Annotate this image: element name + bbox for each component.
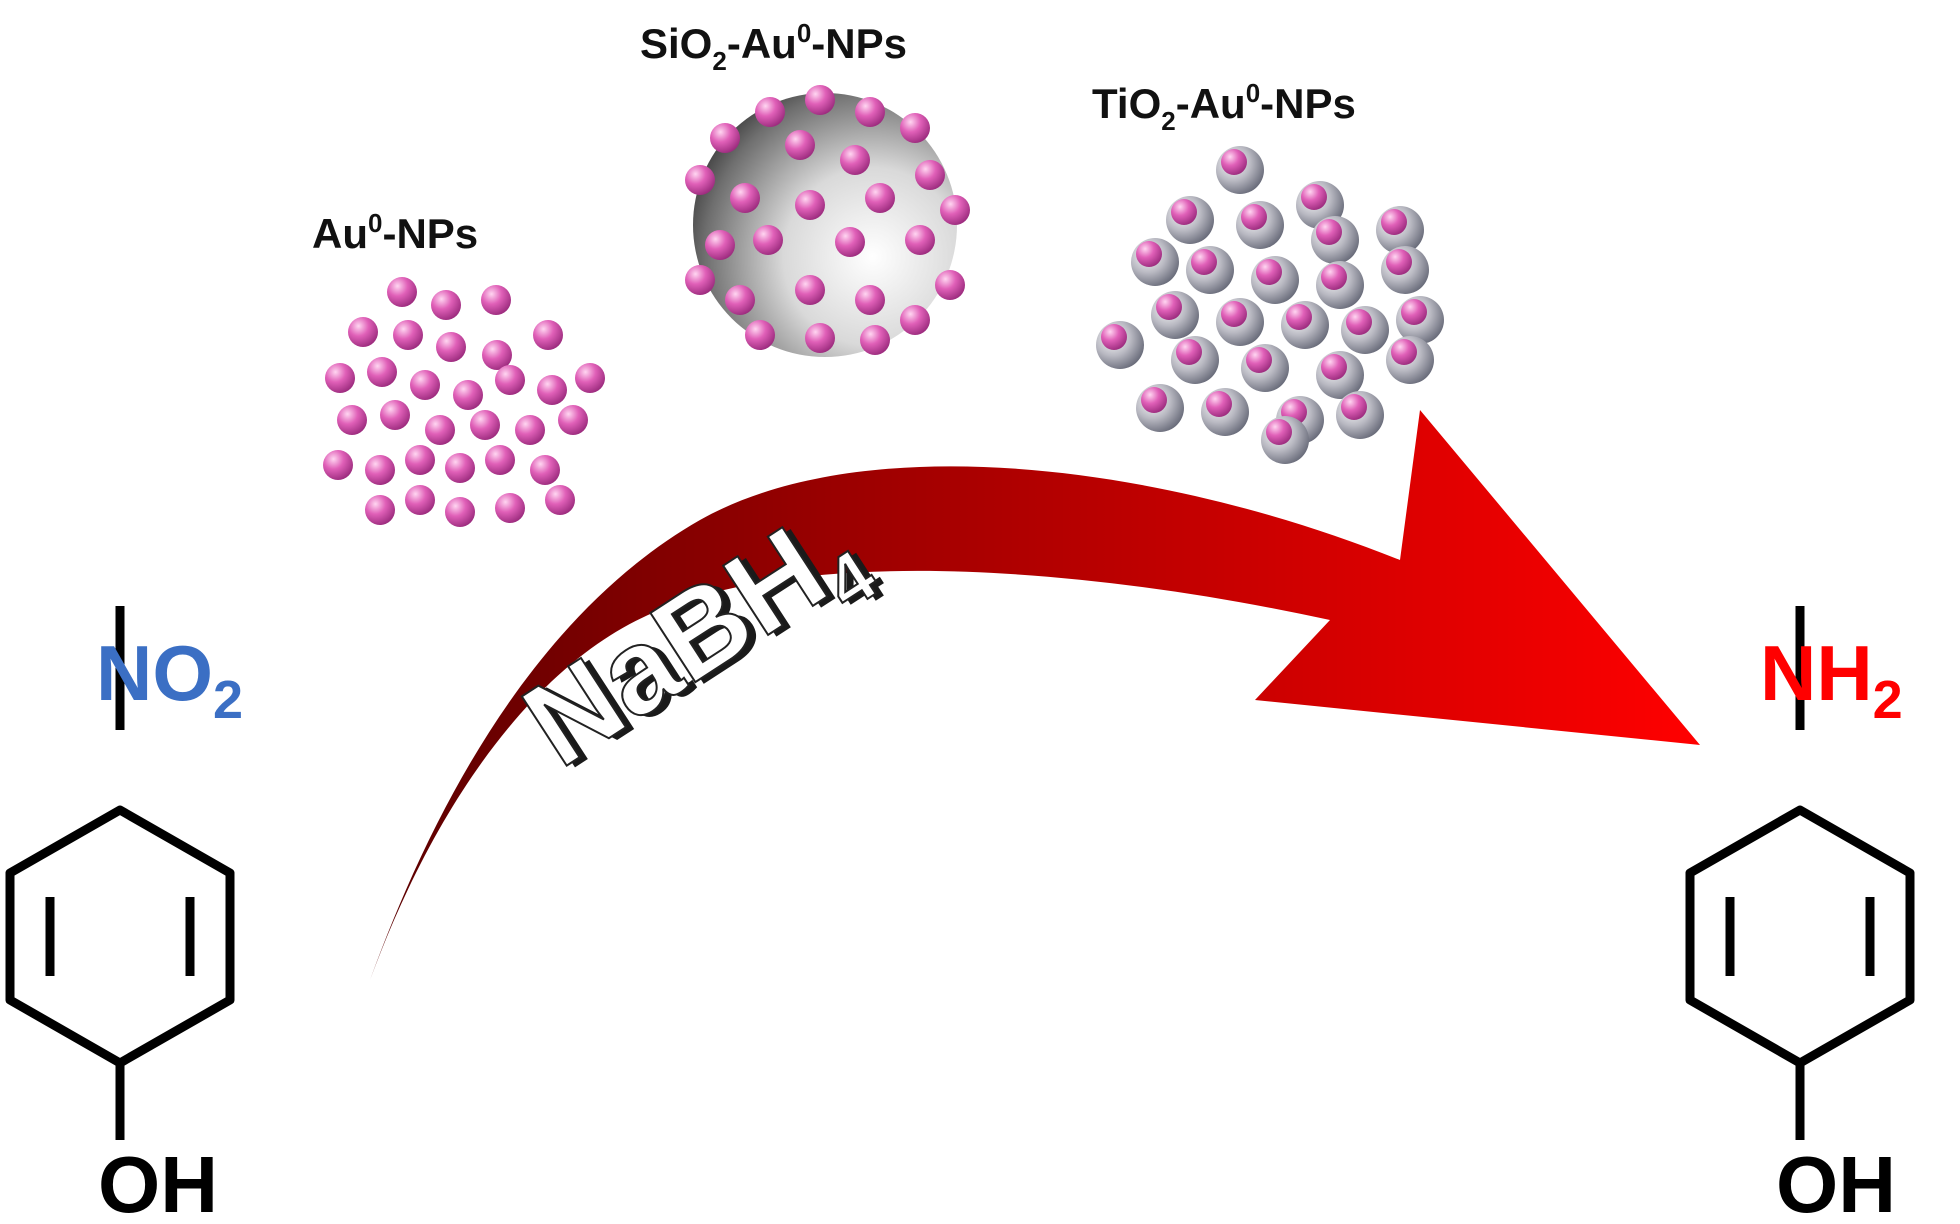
- gold-nanoparticle: [685, 165, 715, 195]
- gold-nanoparticle: [453, 380, 483, 410]
- gold-nanoparticle: [785, 130, 815, 160]
- gold-nanoparticle: [865, 183, 895, 213]
- gold-nanoparticle: [485, 445, 515, 475]
- gold-nanoparticle: [705, 230, 735, 260]
- gold-nanoparticle: [545, 485, 575, 515]
- gold-nanoparticle: [1136, 241, 1162, 267]
- gold-nanoparticle: [730, 183, 760, 213]
- gold-nanoparticle: [1221, 301, 1247, 327]
- gold-nanoparticle: [533, 320, 563, 350]
- gold-nanoparticle: [365, 495, 395, 525]
- reactant-bottom-group: OH: [98, 1140, 218, 1224]
- gold-nanoparticle: [405, 485, 435, 515]
- tio2-au-np-label: TiO2-Au0-NPs: [1092, 78, 1356, 136]
- gold-nanoparticle: [753, 225, 783, 255]
- gold-nanoparticle: [1316, 219, 1342, 245]
- gold-nanoparticle: [915, 160, 945, 190]
- gold-nanoparticle: [481, 285, 511, 315]
- gold-nanoparticle: [685, 265, 715, 295]
- gold-nanoparticle: [431, 290, 461, 320]
- gold-nanoparticle: [855, 97, 885, 127]
- gold-nanoparticle: [1321, 264, 1347, 290]
- gold-nanoparticle: [1206, 391, 1232, 417]
- gold-nanoparticle: [840, 145, 870, 175]
- gold-nanoparticle: [537, 375, 567, 405]
- product-bottom-group: OH: [1776, 1140, 1896, 1224]
- gold-nanoparticle: [575, 363, 605, 393]
- gold-nanoparticle: [1176, 339, 1202, 365]
- gold-nanoparticle: [900, 113, 930, 143]
- gold-nanoparticle: [1321, 354, 1347, 380]
- gold-nanoparticle: [900, 305, 930, 335]
- gold-nanoparticle: [1241, 204, 1267, 230]
- gold-nanoparticle: [558, 405, 588, 435]
- gold-nanoparticle: [325, 363, 355, 393]
- gold-nanoparticle: [393, 320, 423, 350]
- gold-nanoparticle: [365, 455, 395, 485]
- gold-nanoparticle: [1171, 199, 1197, 225]
- gold-nanoparticle: [1341, 394, 1367, 420]
- gold-nanoparticle: [1141, 387, 1167, 413]
- gold-nanoparticle: [1266, 419, 1292, 445]
- gold-nanoparticle: [795, 190, 825, 220]
- gold-nanoparticle: [805, 85, 835, 115]
- gold-nanoparticle: [1391, 339, 1417, 365]
- gold-nanoparticle: [1286, 304, 1312, 330]
- gold-nanoparticle: [367, 357, 397, 387]
- gold-nanoparticle-icon: [323, 277, 605, 527]
- gold-nanoparticle: [795, 275, 825, 305]
- gold-nanoparticle: [1256, 259, 1282, 285]
- gold-nanoparticle: [940, 195, 970, 225]
- gold-nanoparticle: [1101, 324, 1127, 350]
- benzene-ring-icon: [1685, 606, 1915, 1140]
- gold-nanoparticle: [905, 225, 935, 255]
- benzene-ring-icon: [5, 606, 235, 1140]
- product-molecule: NH2 OH: [1685, 606, 1915, 1224]
- gold-nanoparticle: [495, 365, 525, 395]
- gold-nanoparticle: [405, 445, 435, 475]
- gold-nanoparticle: [515, 415, 545, 445]
- gold-nanoparticle: [805, 323, 835, 353]
- silica-sphere-icon: [685, 85, 970, 357]
- gold-nanoparticle: [1301, 184, 1327, 210]
- reaction-arrow-icon: [370, 410, 1700, 980]
- gold-nanoparticle: [860, 325, 890, 355]
- gold-nanoparticle: [470, 410, 500, 440]
- gold-nanoparticle: [495, 493, 525, 523]
- gold-nanoparticle: [410, 370, 440, 400]
- titania-particle-icon: [1096, 146, 1444, 464]
- gold-nanoparticle: [725, 285, 755, 315]
- gold-nanoparticle: [745, 320, 775, 350]
- gold-nanoparticle: [445, 497, 475, 527]
- reactant-top-group: NO2: [96, 629, 243, 730]
- product-top-group: NH2: [1760, 629, 1903, 730]
- gold-nanoparticle: [323, 450, 353, 480]
- gold-nanoparticle: [1221, 149, 1247, 175]
- gold-nanoparticle: [380, 400, 410, 430]
- gold-nanoparticle: [530, 455, 560, 485]
- gold-nanoparticle: [445, 453, 475, 483]
- gold-nanoparticle: [387, 277, 417, 307]
- gold-nanoparticle: [348, 317, 378, 347]
- au-np-label: Au0-NPs: [312, 208, 478, 257]
- gold-nanoparticle: [337, 405, 367, 435]
- reactant-molecule: NO2 OH: [5, 606, 243, 1224]
- gold-nanoparticle: [436, 332, 466, 362]
- gold-nanoparticle: [1346, 309, 1372, 335]
- gold-nanoparticle: [755, 97, 785, 127]
- sio2-au-np-label: SiO2-Au0-NPs: [640, 18, 907, 76]
- gold-nanoparticle: [935, 270, 965, 300]
- gold-nanoparticle: [1401, 299, 1427, 325]
- gold-nanoparticle: [835, 227, 865, 257]
- gold-nanoparticle: [855, 285, 885, 315]
- gold-nanoparticle: [1381, 209, 1407, 235]
- gold-nanoparticle: [425, 415, 455, 445]
- gold-nanoparticle: [1156, 294, 1182, 320]
- gold-nanoparticle: [1386, 249, 1412, 275]
- gold-nanoparticle: [1191, 249, 1217, 275]
- gold-nanoparticle: [482, 340, 512, 370]
- gold-nanoparticle: [1246, 347, 1272, 373]
- gold-nanoparticle: [710, 123, 740, 153]
